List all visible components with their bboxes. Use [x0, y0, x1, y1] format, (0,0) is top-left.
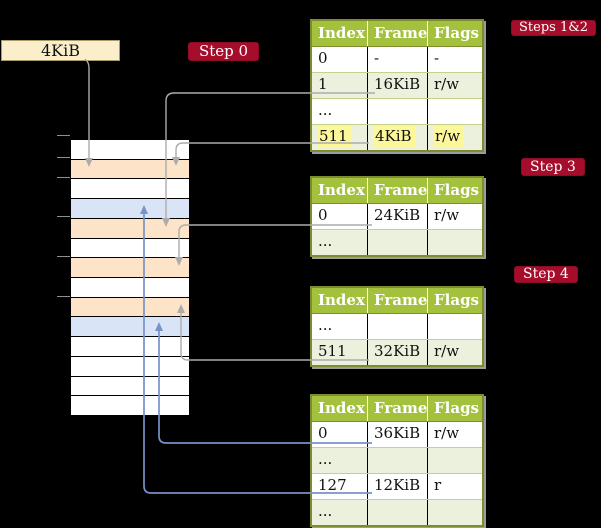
column-header-flags: Flags	[434, 24, 479, 42]
column-header-index: Index	[312, 178, 368, 203]
memory-tick	[57, 256, 70, 257]
memory-frame-row-blue	[71, 316, 189, 337]
column-header-frame: Frame	[368, 396, 428, 421]
column-header-index: Index	[312, 396, 368, 421]
column-header-index: Index	[312, 288, 368, 313]
table-cell: 0	[312, 47, 368, 72]
table-cell: 511	[312, 340, 368, 365]
memory-frame-row-white	[71, 237, 189, 258]
memory-frame-row-peach	[71, 217, 189, 238]
table-cell	[428, 230, 482, 255]
column-header-flags: Flags	[434, 399, 479, 417]
table-cell: 24KiB	[368, 204, 428, 229]
memory-frame-row-white	[71, 336, 189, 356]
frame-4kib-label-box: 4KiB	[1, 40, 120, 61]
column-header-flags: Flags	[434, 291, 479, 309]
memory-frame-row-white	[71, 140, 189, 159]
frame-4kib-label: 4KiB	[40, 41, 80, 60]
table-cell: ...	[312, 230, 368, 255]
table-cell	[368, 230, 428, 255]
column-header-index: Index	[312, 21, 368, 46]
table-cell	[428, 500, 482, 525]
highlighted-value: r/w	[434, 126, 465, 147]
table-cell: r/w	[434, 424, 460, 442]
table-cell: 1	[312, 73, 368, 98]
memory-frame-row-peach	[71, 257, 189, 278]
table-cell: r/w	[434, 206, 460, 224]
memory-frame-row-white	[71, 277, 189, 297]
table-row: 0--	[312, 47, 482, 72]
physical-memory-column	[70, 139, 190, 416]
table-row: ...	[312, 229, 482, 255]
table-row: ...	[312, 447, 482, 473]
memory-frame-row-peach	[71, 296, 189, 317]
column-header-frame: Frame	[368, 288, 428, 313]
table-cell	[368, 99, 428, 124]
table-cell: 127	[312, 474, 368, 499]
memory-tick	[57, 135, 70, 136]
table-row: ...	[312, 499, 482, 525]
table-cell: r	[434, 476, 442, 494]
column-header-flags: Flags	[434, 181, 479, 199]
column-header-frame: Frame	[368, 21, 428, 46]
table-cell: -	[368, 47, 428, 72]
table-cell: 511	[312, 125, 368, 150]
memory-frame-row-white	[71, 375, 189, 396]
memory-tick	[57, 157, 70, 158]
table-cell: r/w	[428, 125, 482, 150]
table-row: 511 4KiB r/w	[312, 124, 482, 150]
badge-step-4: Step 4	[514, 266, 578, 283]
table-cell: 36KiB	[368, 422, 428, 447]
table-cell: r/w	[434, 342, 460, 360]
table-cell: 4KiB	[368, 125, 428, 150]
table-cell: ...	[312, 500, 368, 525]
table-cell: r/w	[434, 75, 460, 93]
table-cell: ...	[312, 448, 368, 473]
table-row: ...	[312, 98, 482, 124]
table-cell: 0	[312, 422, 368, 447]
table-cell	[368, 448, 428, 473]
table-cell	[428, 99, 482, 124]
table-cell: 32KiB	[368, 340, 428, 365]
memory-frame-row-blue	[71, 198, 189, 218]
table-cell	[368, 314, 428, 339]
table-cell: -	[434, 49, 440, 67]
memory-tick	[57, 216, 70, 217]
table-cell: ...	[312, 314, 368, 339]
memory-frame-row-white	[71, 355, 189, 376]
badge-step-0: Step 0	[188, 42, 260, 61]
table-row: ...	[312, 314, 482, 339]
table-cell: ...	[312, 99, 368, 124]
memory-tick	[57, 177, 70, 178]
highlighted-value: 511	[318, 126, 352, 147]
memory-frame-row-white	[71, 178, 189, 199]
column-header-frame: Frame	[368, 178, 428, 203]
table-cell	[368, 500, 428, 525]
badge-steps-1-2: Steps 1&2	[511, 20, 597, 36]
memory-frame-row-white	[71, 395, 189, 416]
table-cell	[428, 314, 482, 339]
memory-tick	[57, 296, 70, 297]
table-cell: 0	[312, 204, 368, 229]
highlighted-value: 4KiB	[374, 126, 416, 147]
table-cell: 12KiB	[368, 474, 428, 499]
table-cell: 16KiB	[368, 73, 428, 98]
memory-frame-row-peach	[71, 158, 189, 179]
badge-step-3: Step 3	[521, 158, 585, 176]
table-cell	[428, 448, 482, 473]
